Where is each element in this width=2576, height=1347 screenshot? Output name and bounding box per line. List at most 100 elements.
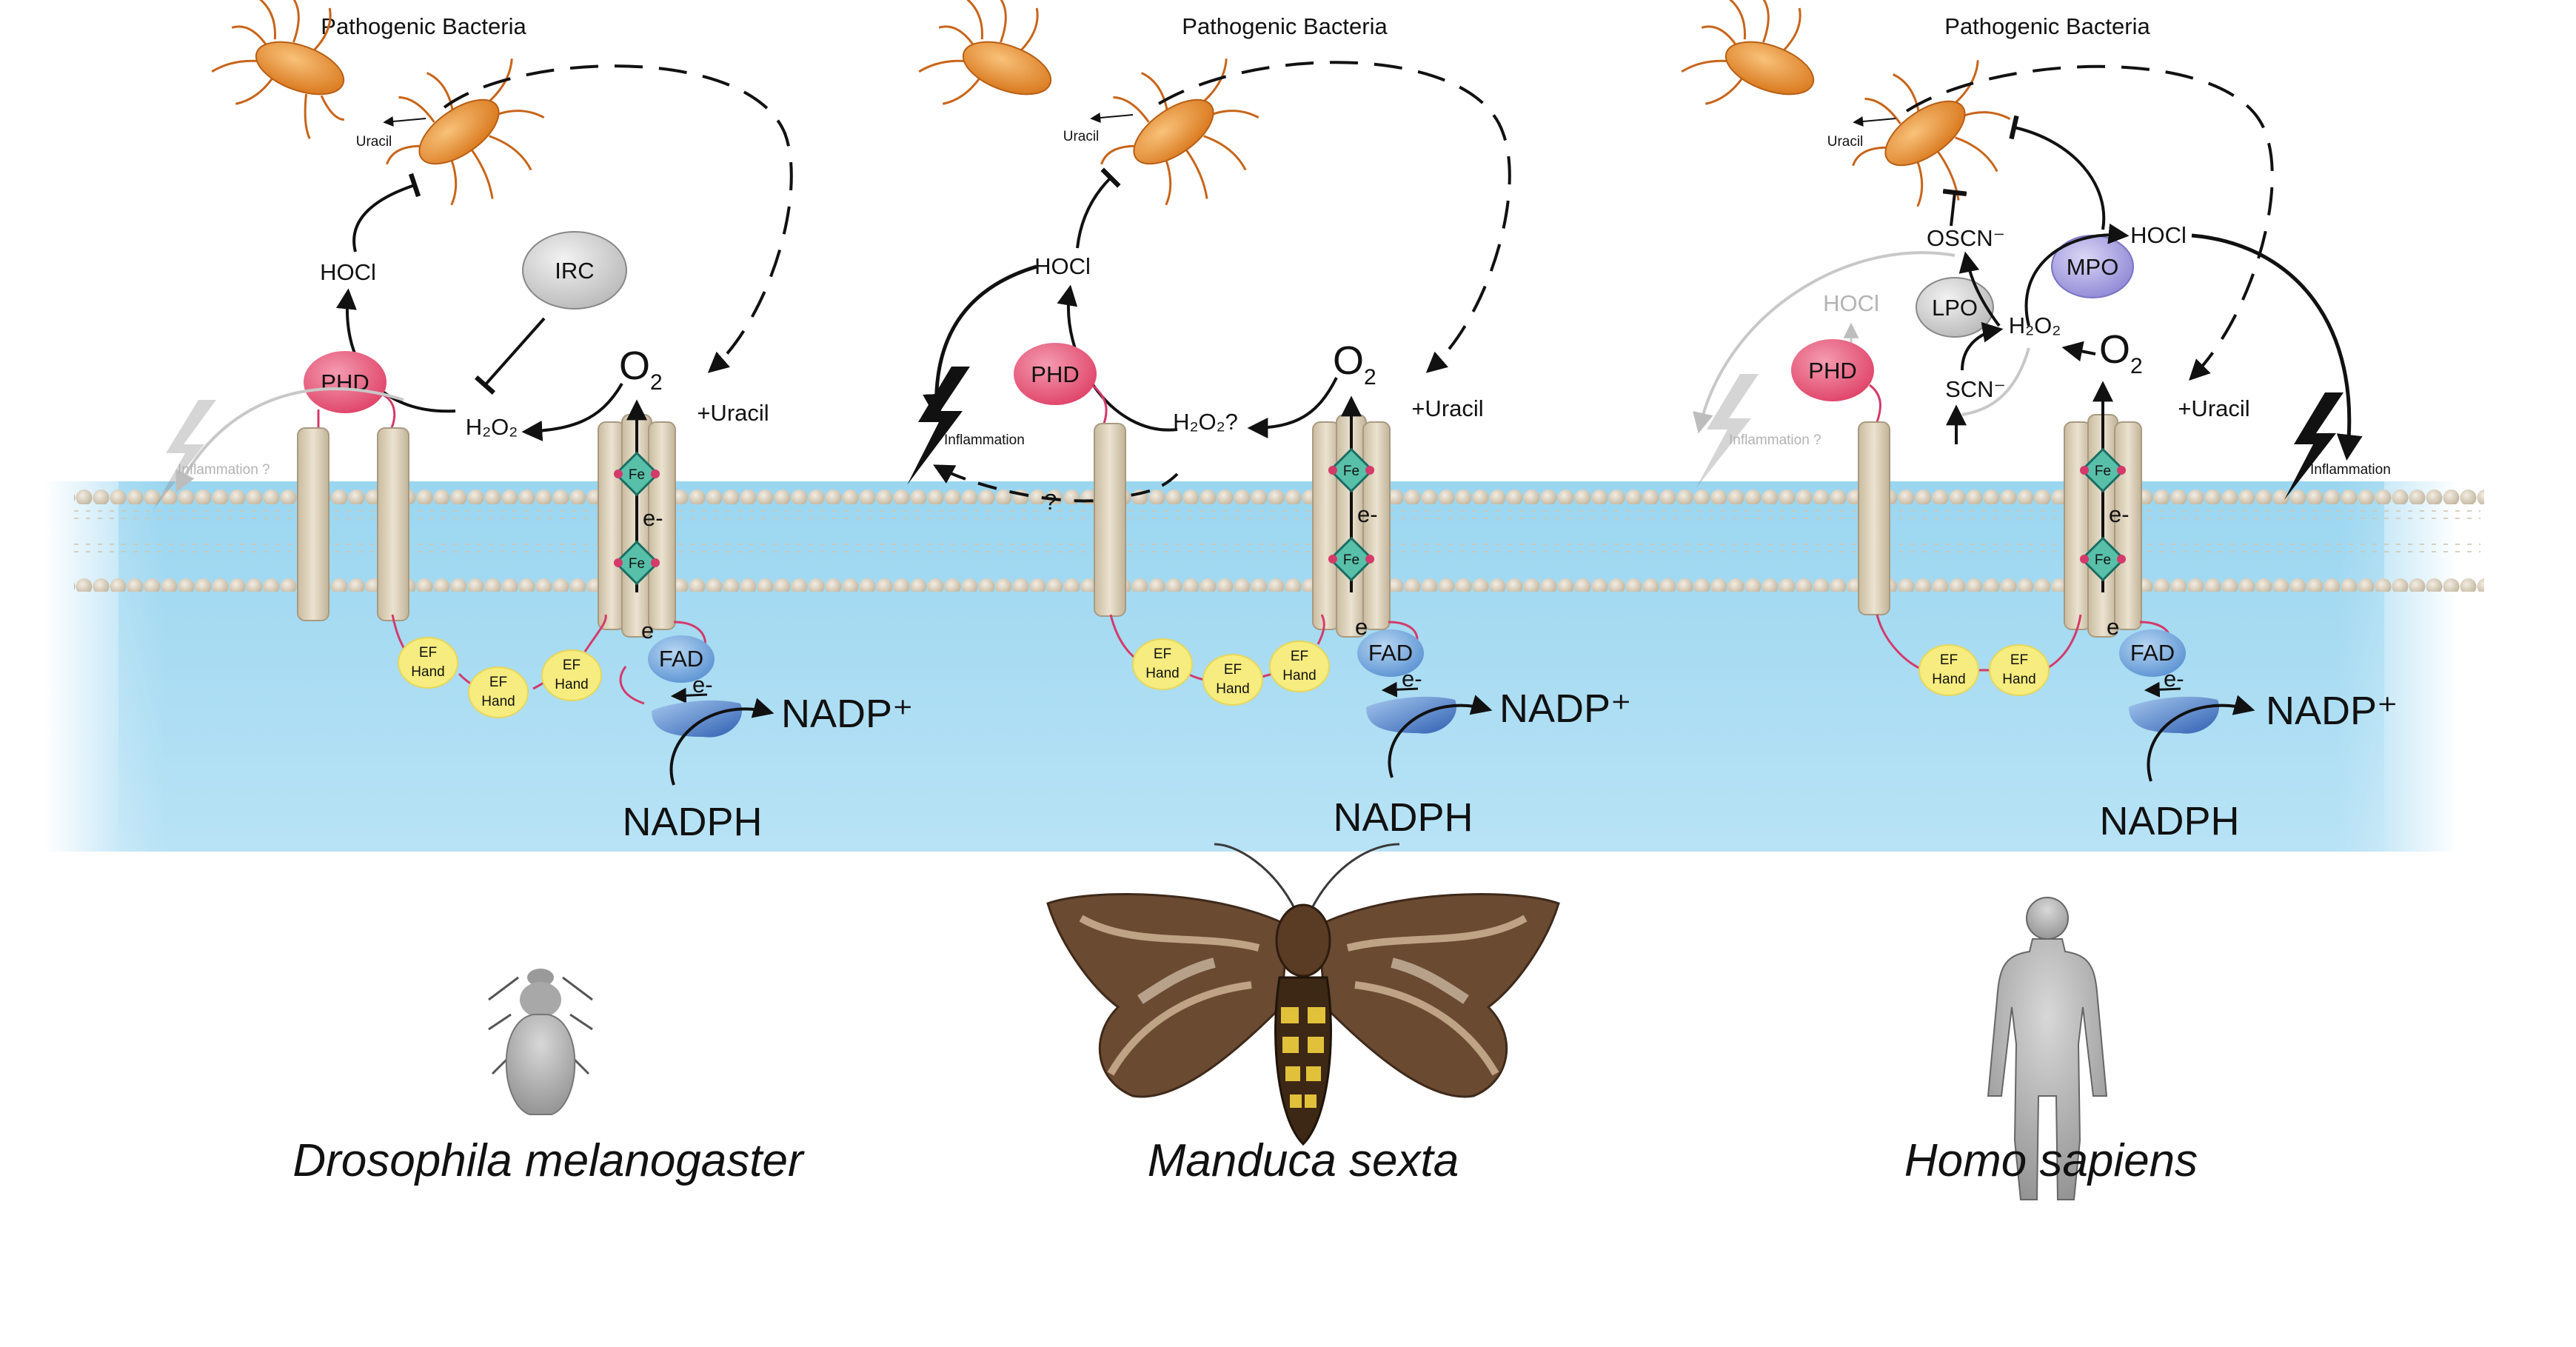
svg-text:Hand: Hand — [1282, 668, 1316, 683]
nox-channel: Fe Fe e- e — [2064, 381, 2142, 640]
plus-uracil-label: +Uracil — [697, 400, 769, 426]
svg-text:Hand: Hand — [1932, 672, 1965, 687]
inflammation-label: Inflammation ? — [178, 462, 270, 478]
svg-text:Fe: Fe — [1343, 552, 1359, 568]
lpo-enzyme: LPO — [1916, 277, 1994, 338]
svg-text:Fe: Fe — [629, 467, 645, 483]
svg-text:EF: EF — [489, 675, 507, 690]
svg-text:EF: EF — [563, 658, 581, 673]
svg-text:Fe: Fe — [629, 556, 645, 572]
svg-text:Hand: Hand — [1216, 681, 1249, 697]
inflammation-gray-label: Inflammation ? — [1729, 432, 1821, 448]
fad-domain: FAD e- — [1357, 621, 1493, 778]
fad-domain: FAD e- — [619, 621, 775, 786]
phd-domain: PHD — [1014, 343, 1108, 427]
nadp-label: NADP⁺ — [2266, 689, 2398, 733]
lightning-icon — [907, 367, 970, 485]
tm-helix — [1858, 421, 1890, 615]
bacteria-icon — [211, 0, 345, 139]
bacteria-icon — [1681, 0, 1815, 105]
svg-text:FAD: FAD — [1368, 640, 1413, 666]
panel-drosophila: Pathogenic Bacteria Uracil HOCl IR — [153, 0, 914, 1186]
nox-channel: Fe Fe e- e — [1312, 395, 1391, 640]
tm-helix — [297, 427, 329, 621]
svg-text:e-: e- — [2109, 501, 2130, 527]
dashed-uracil-loop — [1157, 61, 1511, 373]
dashed-uracil-loop — [443, 64, 793, 373]
lightning-icon — [153, 400, 216, 511]
svg-text:Fe: Fe — [2095, 552, 2111, 568]
uracil-label: Uracil — [356, 134, 392, 150]
svg-text:Hand: Hand — [481, 694, 515, 709]
irc-enzyme: IRC — [522, 231, 627, 310]
plus-uracil-label: +Uracil — [1411, 395, 1483, 421]
ef-hand-chain: EF Hand EF Hand EF Hand — [391, 614, 607, 718]
svg-text:e: e — [1355, 614, 1368, 640]
svg-text:e: e — [2107, 614, 2119, 640]
svg-text:PHD: PHD — [1808, 358, 1856, 384]
phd-domain: PHD — [1791, 339, 1881, 423]
tm-helix — [1094, 423, 1126, 617]
species-label: Drosophila melanogaster — [292, 1135, 805, 1186]
phd-domain: PHD — [304, 351, 396, 434]
svg-text:e-: e- — [643, 505, 663, 531]
bacteria-icon — [1100, 59, 1259, 206]
hocl-label: HOCl — [1034, 253, 1091, 279]
svg-text:IRC: IRC — [555, 258, 594, 284]
panel-title: Pathogenic Bacteria — [321, 13, 526, 39]
svg-text:EF: EF — [1154, 646, 1171, 662]
o2-label: O2 — [1333, 338, 1376, 390]
h2o2-label: H₂O₂ — [466, 414, 518, 440]
svg-text:e-: e- — [692, 672, 713, 698]
o2-label: O2 — [2099, 327, 2143, 378]
uracil-label: Uracil — [1827, 134, 1864, 150]
hocl-gray-label: HOCl — [1823, 290, 1879, 316]
svg-text:Hand: Hand — [2002, 672, 2035, 687]
hocl-label: HOCl — [2130, 222, 2187, 248]
oscn-label: OSCN⁻ — [1927, 225, 2005, 251]
svg-text:Hand: Hand — [555, 677, 588, 692]
svg-text:EF: EF — [1940, 652, 1958, 668]
bacteria-icon — [386, 59, 545, 206]
plus-uracil-label: +Uracil — [2178, 395, 2249, 421]
svg-text:PHD: PHD — [1031, 361, 1079, 387]
ef-hand-chain: EF Hand EF Hand — [1876, 614, 2082, 696]
svg-text:Fe: Fe — [2095, 464, 2111, 479]
svg-text:e-: e- — [2164, 666, 2184, 692]
nadph-label: NADPH — [622, 800, 762, 844]
h2o2-label: H₂O₂ — [2009, 312, 2061, 338]
svg-text:EF: EF — [419, 645, 437, 661]
svg-text:LPO: LPO — [1932, 295, 1978, 321]
fly-silhouette-icon — [488, 969, 593, 1115]
svg-text:e-: e- — [1402, 666, 1422, 692]
o2-label: O2 — [619, 344, 663, 395]
panel-homo: Pathogenic Bacteria Uracil OSCN⁻ HOCl — [1681, 0, 2398, 1200]
nadp-label: NADP⁺ — [781, 692, 914, 736]
species-label: Manduca sexta — [1148, 1135, 1459, 1186]
svg-text:e: e — [641, 618, 654, 644]
panel-title: Pathogenic Bacteria — [1182, 13, 1388, 39]
fad-domain: FAD e- — [2119, 621, 2255, 782]
svg-text:EF: EF — [1291, 649, 1308, 664]
question-label: ? — [1044, 489, 1057, 515]
lightning-icon — [2284, 392, 2344, 500]
bacteria-icon — [918, 0, 1052, 105]
svg-text:e-: e- — [1357, 501, 1378, 527]
nadph-label: NADPH — [1333, 795, 1473, 840]
nadp-label: NADP⁺ — [1499, 686, 1632, 731]
svg-text:Hand: Hand — [1145, 666, 1179, 681]
ef-hand-chain: EF Hand EF Hand EF Hand — [1109, 614, 1330, 706]
svg-text:FAD: FAD — [2130, 640, 2175, 666]
svg-text:Fe: Fe — [1343, 464, 1359, 479]
svg-text:EF: EF — [1224, 662, 1242, 678]
nadph-label: NADPH — [2099, 799, 2239, 843]
lightning-icon — [1696, 374, 1759, 489]
dashed-uracil-loop — [1905, 64, 2274, 381]
scn-label: SCN⁻ — [1945, 376, 2006, 402]
human-silhouette-icon — [1987, 897, 2108, 1200]
svg-text:EF: EF — [2010, 652, 2028, 668]
svg-text:Hand: Hand — [411, 664, 444, 680]
hocl-label: HOCl — [320, 259, 376, 285]
panel-title: Pathogenic Bacteria — [1944, 13, 2150, 39]
